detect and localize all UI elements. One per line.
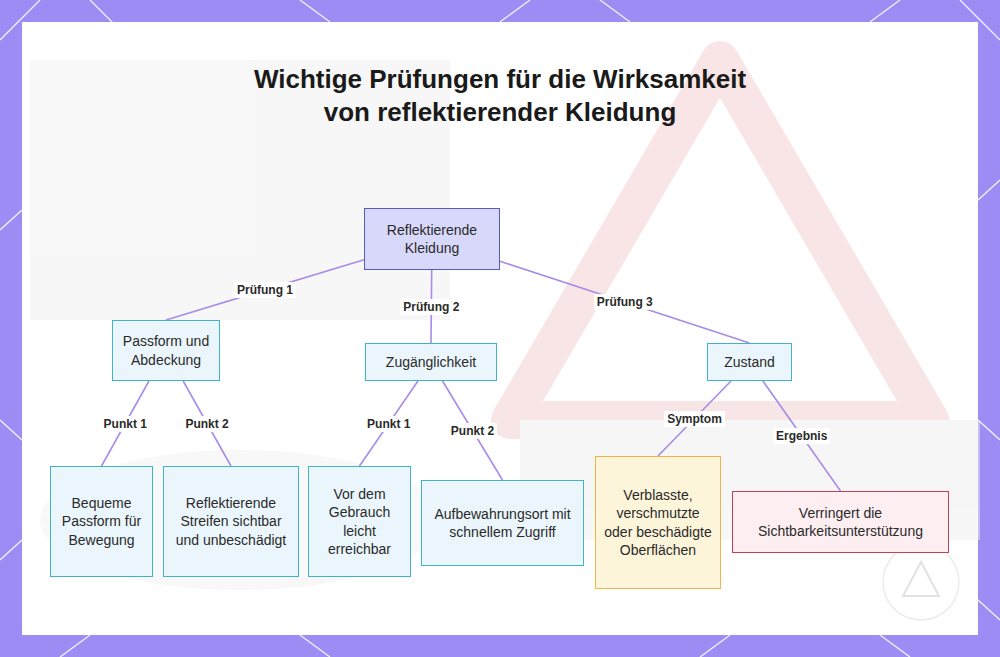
check-box: Zugänglichkeit (365, 343, 497, 381)
connector-line (658, 381, 731, 456)
node-text: Aufbewahrungsort mit schnellem Zugriff (428, 505, 577, 541)
edge-label: Prüfung 2 (400, 299, 462, 315)
connector-line (166, 260, 364, 320)
check-box: Bequeme Passform für Bewegung (50, 466, 153, 577)
symptom-box: Verblasste, verschmutzte oder beschädigt… (595, 456, 721, 589)
check-box: Passform und Abdeckung (112, 320, 220, 381)
connector-line (443, 381, 503, 480)
connector-line (102, 381, 149, 466)
edge-label: Symptom (664, 411, 725, 427)
node-text: Verringert die Sichtbarkeitsunterstützun… (739, 504, 942, 540)
node-text: Bequeme Passform für Bewegung (57, 494, 146, 549)
check-box: Aufbewahrungsort mit schnellem Zugriff (421, 480, 584, 566)
root-box: Reflektierende Kleidung (364, 208, 500, 270)
diagram-title: Wichtige Prüfungen für die Wirksamkeit v… (250, 63, 750, 129)
node-text: Zustand (724, 353, 775, 371)
edge-label: Punkt 1 (101, 416, 150, 432)
edge-label: Prüfung 3 (594, 294, 656, 310)
check-box: Zustand (707, 343, 792, 381)
connector-line (183, 381, 231, 466)
connector-line (500, 261, 750, 343)
blurred-shape (40, 450, 440, 590)
node-text: Zugänglichkeit (386, 353, 476, 371)
check-box: Reflektierende Streifen sichtbar und unb… (163, 466, 299, 577)
logo-badge (883, 544, 959, 620)
connector-line (360, 381, 418, 466)
check-box: Vor dem Gebrauch leicht erreichbar (308, 466, 411, 577)
node-text: Reflektierende Streifen sichtbar und unb… (170, 494, 292, 549)
node-text: Verblasste, verschmutzte oder beschädigt… (602, 486, 714, 559)
edge-label: Punkt 2 (182, 416, 231, 432)
edge-label: Punkt 2 (448, 423, 497, 439)
edge-label: Punkt 1 (364, 416, 413, 432)
result-box: Verringert die Sichtbarkeitsunterstützun… (732, 491, 949, 553)
node-text: Vor dem Gebrauch leicht erreichbar (315, 485, 404, 558)
node-text: Reflektierende Kleidung (371, 221, 493, 257)
connector-line (763, 381, 841, 491)
node-text: Passform und Abdeckung (119, 332, 213, 368)
edge-label: Prüfung 1 (234, 282, 296, 298)
edge-label: Ergebnis (773, 428, 830, 444)
